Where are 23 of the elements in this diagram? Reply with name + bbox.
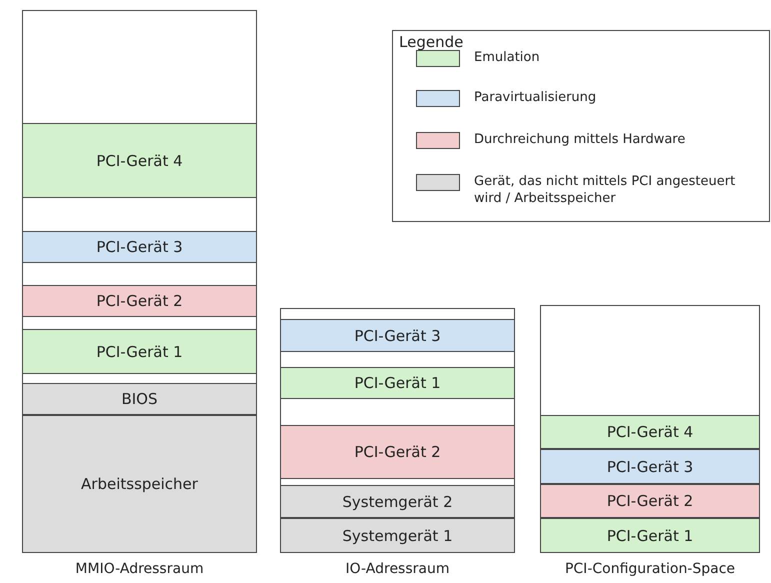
memory-region: PCI-Gerät 1 xyxy=(540,518,760,553)
memory-region: Systemgerät 1 xyxy=(280,518,515,553)
memory-region: PCI-Gerät 1 xyxy=(22,329,257,374)
memory-region: PCI-Gerät 3 xyxy=(540,449,760,484)
legend-text: Gerät, das nicht mittels PCI angesteuert wird / Arbeitsspeicher xyxy=(474,173,736,207)
memory-region: PCI-Gerät 3 xyxy=(280,319,515,352)
legend-title: Legende xyxy=(399,33,464,51)
legend-text: Emulation xyxy=(474,49,541,66)
memory-region: PCI-Gerät 3 xyxy=(22,231,257,263)
column-caption: PCI-Configuration-Space xyxy=(564,561,736,577)
memory-region: PCI-Gerät 2 xyxy=(540,484,760,518)
memory-region: Systemgerät 2 xyxy=(280,485,515,518)
legend-text: Durchreichung mittels Hardware xyxy=(474,131,686,148)
column-caption: MMIO-Adressraum xyxy=(74,561,205,577)
memory-region: Arbeitsspeicher xyxy=(22,415,257,553)
memory-region: BIOS xyxy=(22,383,257,415)
memory-region: PCI-Gerät 2 xyxy=(280,425,515,479)
memory-region: PCI-Gerät 2 xyxy=(22,285,257,317)
memory-region: PCI-Gerät 4 xyxy=(540,415,760,449)
memory-region: PCI-Gerät 1 xyxy=(280,367,515,399)
memory-region: PCI-Gerät 4 xyxy=(22,123,257,198)
legend-text: Paravirtualisierung xyxy=(474,89,598,106)
column-caption: IO-Adressraum xyxy=(344,561,450,577)
